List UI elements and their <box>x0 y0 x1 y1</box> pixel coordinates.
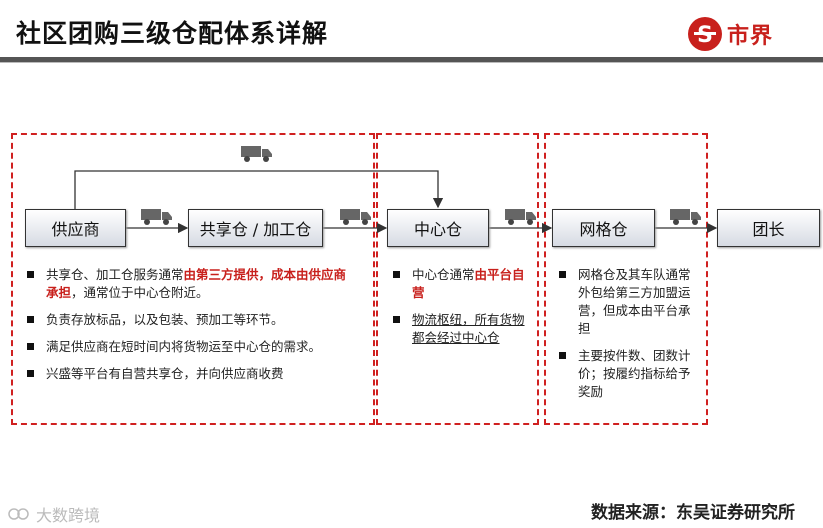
region-central-warehouse <box>376 133 539 425</box>
region-shared-warehouse <box>11 133 375 425</box>
truck-icon <box>670 209 701 225</box>
truck-icon <box>241 146 272 162</box>
svg-text:S: S <box>697 23 713 48</box>
node-grid-warehouse: 网格仓 <box>552 209 655 247</box>
header-divider <box>0 57 823 62</box>
data-source: 数据来源：东吴证券研究所 <box>591 503 795 523</box>
watermark-logo-icon <box>8 508 29 520</box>
highlight-text: 由第三方提供，成本由供应商承担 <box>46 267 347 300</box>
watermark-text: 大数跨境 <box>36 506 101 525</box>
highlight-text: 由平台自营 <box>412 267 525 300</box>
brand-emblem-icon: S <box>688 17 722 51</box>
node-central-warehouse: 中心仓 <box>387 209 489 247</box>
node-shared-warehouse: 共享仓 / 加工仓 <box>188 209 323 247</box>
list-item: 网格仓及其车队通常外包给第三方加盟运营，但成本由平台承担 <box>556 266 694 338</box>
node-supplier: 供应商 <box>25 209 126 247</box>
truck-icon <box>505 209 536 225</box>
region-grid-warehouse <box>544 133 708 425</box>
truck-icon <box>141 209 172 225</box>
arrow-supplier-direct-to-central <box>74 170 444 209</box>
central-warehouse-notes: 中心仓通常由平台自营 物流枢纽，所有货物都会经过中心仓 <box>390 266 528 356</box>
grid-warehouse-notes: 网格仓及其车队通常外包给第三方加盟运营，但成本由平台承担 主要按件数、团数计价；… <box>556 266 694 410</box>
shared-warehouse-notes: 共享仓、加工仓服务通常由第三方提供，成本由供应商承担，通常位于中心仓附近。 负责… <box>24 266 358 392</box>
list-item: 物流枢纽，所有货物都会经过中心仓 <box>390 311 528 347</box>
brand-logo: S 市界 <box>687 16 773 52</box>
list-item: 满足供应商在短时间内将货物运至中心仓的需求。 <box>24 338 358 356</box>
page-title: 社区团购三级仓配体系详解 <box>16 19 329 48</box>
list-item: 负责存放标品，以及包装、预加工等环节。 <box>24 311 358 329</box>
list-item: 中心仓通常由平台自营 <box>390 266 528 302</box>
list-item: 兴盛等平台有自营共享仓，并向供应商收费 <box>24 365 358 383</box>
header-divider-thin <box>0 62 823 63</box>
node-group-leader: 团长 <box>717 209 820 247</box>
watermark: 大数跨境 <box>8 502 100 526</box>
truck-icon <box>340 209 371 225</box>
list-item: 共享仓、加工仓服务通常由第三方提供，成本由供应商承担，通常位于中心仓附近。 <box>24 266 358 302</box>
list-item: 主要按件数、团数计价；按履约指标给予奖励 <box>556 347 694 401</box>
brand-name: 市界 <box>727 24 774 49</box>
